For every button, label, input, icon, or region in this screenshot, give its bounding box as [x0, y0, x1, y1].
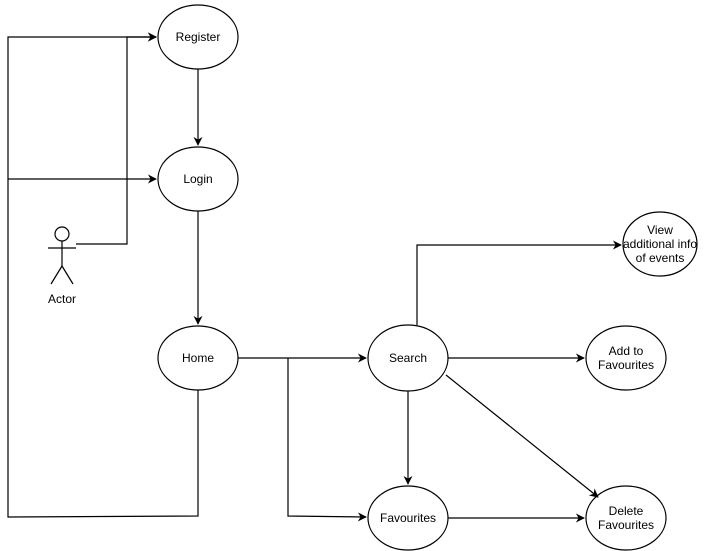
favourites-node: Favourites	[368, 486, 448, 550]
home-to-favourites-line	[287, 358, 367, 522]
actor-figure	[48, 226, 76, 285]
add-fav-ellipse	[585, 325, 667, 391]
search-node: Search	[368, 325, 448, 391]
login-label: Login	[183, 172, 213, 186]
home-label: Home	[181, 351, 214, 365]
actor-label: Actor	[47, 292, 76, 306]
home-to-register-line	[7, 32, 199, 518]
delete-fav-ellipse	[585, 485, 667, 551]
delete-fav-label: Delete Favourites	[597, 504, 655, 532]
delete-fav-node: Delete Favourites	[586, 486, 666, 550]
add-fav-label: Add to Favourites	[597, 344, 655, 372]
search-label: Search	[388, 351, 428, 365]
actor-to-register-line	[76, 32, 157, 245]
view-info-ellipse	[622, 211, 698, 277]
home-node: Home	[158, 326, 238, 390]
search-to-delete-fav-line	[445, 374, 599, 498]
favourites-label: Favourites	[379, 511, 437, 525]
register-label: Register	[175, 30, 221, 44]
search-to-view-info-line	[416, 240, 622, 325]
view-info-node: View additional info of events	[621, 212, 699, 276]
view-info-label: View additional info of events	[622, 223, 698, 265]
register-node: Register	[158, 5, 238, 69]
login-node: Login	[158, 147, 238, 211]
add-fav-node: Add to Favourites	[586, 326, 666, 390]
